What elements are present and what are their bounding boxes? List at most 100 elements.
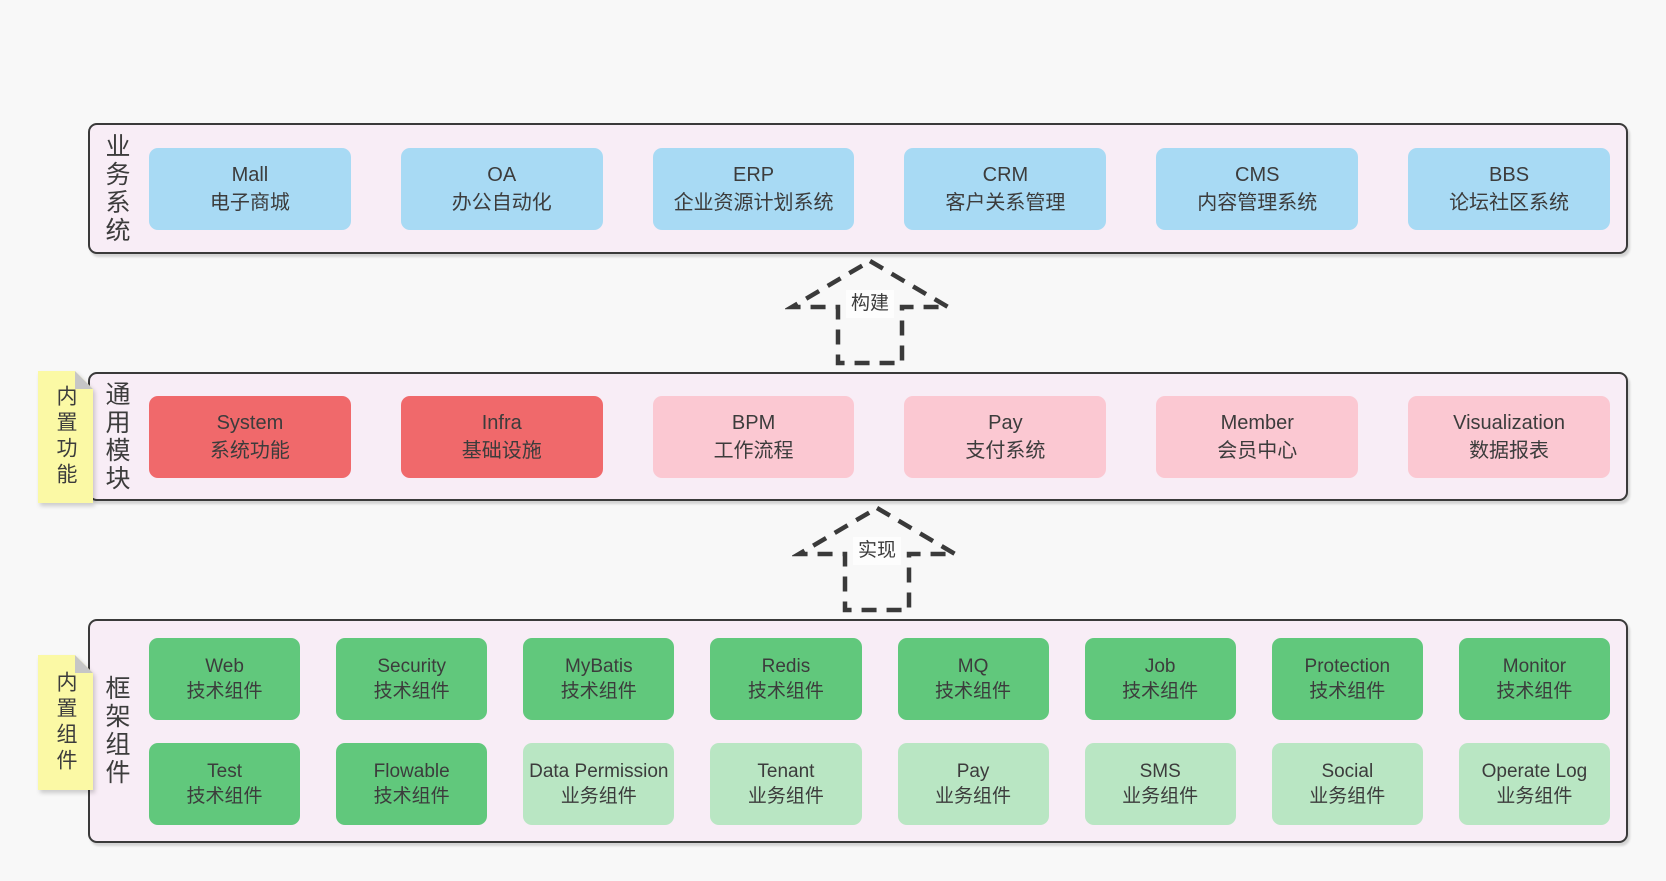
box-subtitle: 工作流程 <box>713 439 794 462</box>
box-title: Visualization <box>1453 411 1566 434</box>
box-bpm: BPM 工作流程 <box>652 395 855 478</box>
box-title: Protection <box>1304 655 1391 677</box>
box-operate-log: Operate Log 业务组件 <box>1458 742 1610 825</box>
arrow-build-label: 构建 <box>845 290 895 318</box>
arrow-up-implement: 实现 <box>792 503 962 615</box>
box-oa: OA 办公自动化 <box>400 147 603 230</box>
box-subtitle: 客户关系管理 <box>945 191 1066 214</box>
box-title: System <box>216 411 284 434</box>
box-title: BBS <box>1489 163 1530 186</box>
box-subtitle: 企业资源计划系统 <box>673 191 834 214</box>
box-pay: Pay 业务组件 <box>897 742 1049 825</box>
box-pay: Pay 支付系统 <box>904 395 1107 478</box>
box-subtitle: 系统功能 <box>209 439 290 462</box>
box-security: Security 技术组件 <box>336 637 488 720</box>
box-subtitle: 内容管理系统 <box>1197 191 1318 214</box>
box-title: Data Permission <box>529 760 669 782</box>
layer-components-label: 框架组件 <box>102 675 130 787</box>
dashed-up-arrow-icon <box>785 258 955 366</box>
layer-modules-label: 通用模块 <box>102 380 130 493</box>
box-sms: SMS 业务组件 <box>1084 742 1236 825</box>
box-subtitle: 技术组件 <box>186 680 263 702</box>
box-subtitle: 数据报表 <box>1469 439 1550 462</box>
box-subtitle: 技术组件 <box>373 680 450 702</box>
box-subtitle: 技术组件 <box>935 680 1012 702</box>
box-title: CMS <box>1235 163 1280 186</box>
box-title: Mall <box>231 163 269 186</box>
box-title: OA <box>487 163 517 186</box>
box-crm: CRM 客户关系管理 <box>904 147 1107 230</box>
box-subtitle: 办公自动化 <box>451 191 552 214</box>
box-subtitle: 技术组件 <box>1496 680 1573 702</box>
box-social: Social 业务组件 <box>1271 742 1423 825</box>
box-subtitle: 支付系统 <box>965 439 1046 462</box>
box-title: Security <box>377 655 446 677</box>
box-subtitle: 业务组件 <box>560 785 637 807</box>
folded-corner-icon <box>75 655 93 673</box>
box-title: MQ <box>957 655 989 677</box>
box-subtitle: 业务组件 <box>935 785 1012 807</box>
sticky-note-text: 内置功能 <box>54 385 77 489</box>
box-title: Infra <box>481 411 522 434</box>
box-subtitle: 业务组件 <box>1122 785 1199 807</box>
box-title: Operate Log <box>1481 760 1588 782</box>
box-title: Redis <box>761 655 811 677</box>
sticky-note-text: 内置组件 <box>54 670 77 775</box>
box-infra: Infra 基础设施 <box>400 395 603 478</box>
box-title: Job <box>1144 655 1176 677</box>
box-subtitle: 基础设施 <box>461 439 542 462</box>
box-subtitle: 业务组件 <box>1309 785 1386 807</box>
box-subtitle: 技术组件 <box>186 785 263 807</box>
box-data-permission: Data Permission 业务组件 <box>523 742 675 825</box>
sticky-note-builtin-features: 内置功能 <box>38 371 93 503</box>
dashed-up-arrow-icon <box>792 505 962 613</box>
box-title: Web <box>205 655 244 677</box>
box-title: Monitor <box>1502 655 1567 677</box>
box-web: Web 技术组件 <box>149 637 301 720</box>
box-title: SMS <box>1139 760 1181 782</box>
folded-corner-icon <box>75 371 93 389</box>
box-mq: MQ 技术组件 <box>897 637 1049 720</box>
box-monitor: Monitor 技术组件 <box>1458 637 1610 720</box>
box-subtitle: 电子商城 <box>209 191 290 214</box>
box-subtitle: 业务组件 <box>747 785 824 807</box>
box-protection: Protection 技术组件 <box>1271 637 1423 720</box>
box-cms: CMS 内容管理系统 <box>1156 147 1359 230</box>
box-title: BPM <box>731 411 776 434</box>
box-title: Pay <box>956 760 990 782</box>
layer-business-label: 业务系统 <box>102 132 130 245</box>
box-mall: Mall 电子商城 <box>149 147 351 230</box>
box-visualization: Visualization 数据报表 <box>1408 395 1610 478</box>
box-title: Flowable <box>373 760 450 782</box>
box-subtitle: 论坛社区系统 <box>1449 191 1570 214</box>
box-title: CRM <box>982 163 1029 186</box>
box-subtitle: 技术组件 <box>1309 680 1386 702</box>
layer-common-modules: 通用模块 System 系统功能 Infra 基础设施 BPM 工作流程 Pay 支付系统 Me… <box>88 372 1628 501</box>
sticky-note: 内置组件 <box>38 655 93 790</box>
box-title: Test <box>207 760 242 782</box>
box-flowable: Flowable 技术组件 <box>336 742 488 825</box>
arrow-up-build: 构建 <box>785 256 955 368</box>
box-subtitle: 技术组件 <box>1122 680 1199 702</box>
box-title: Pay <box>988 411 1023 434</box>
box-title: Social <box>1321 760 1374 782</box>
box-subtitle: 技术组件 <box>373 785 450 807</box>
box-subtitle: 会员中心 <box>1217 439 1298 462</box>
box-bbs: BBS 论坛社区系统 <box>1408 147 1610 230</box>
box-subtitle: 业务组件 <box>1496 785 1573 807</box>
sticky-note-builtin-components: 内置组件 <box>38 655 93 790</box>
